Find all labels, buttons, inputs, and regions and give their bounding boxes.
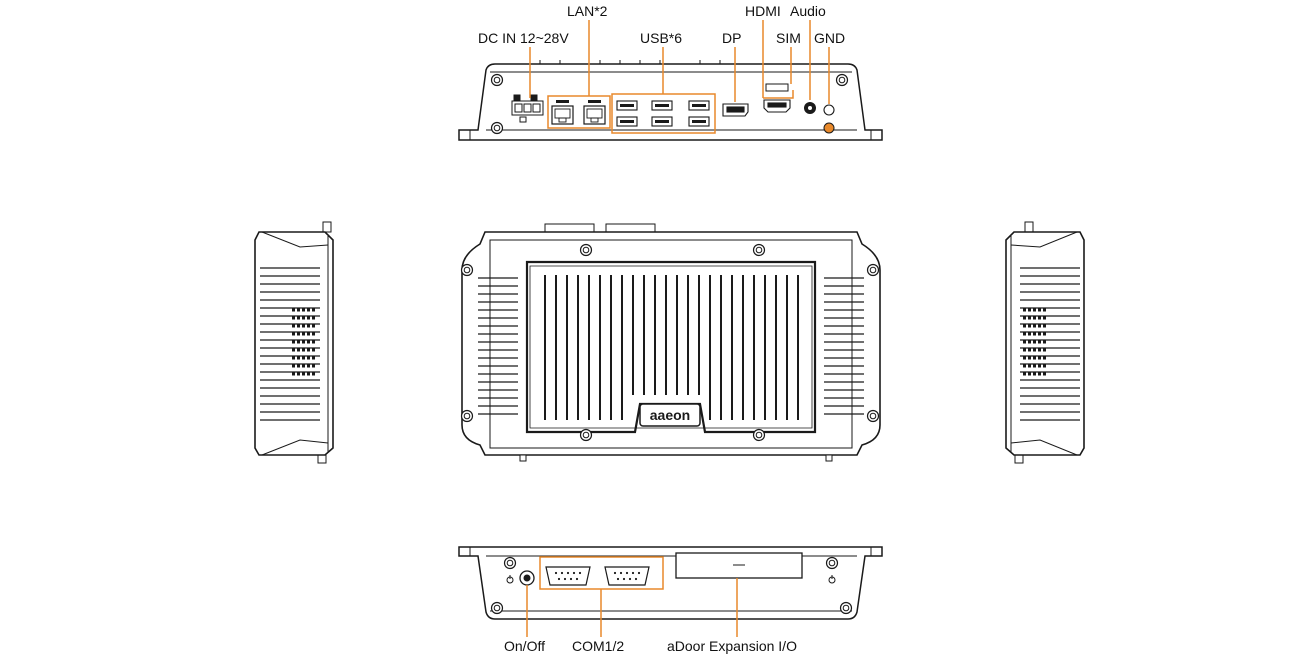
top-view-screw-4: [752, 428, 766, 442]
label-com: COM1/2: [572, 638, 625, 654]
com-port-1: [545, 566, 591, 586]
label-hdmi: HDMI: [745, 3, 781, 19]
com-port-2: [604, 566, 650, 586]
front-screw-3: [490, 601, 504, 615]
usb-port-2: [616, 116, 638, 127]
label-gnd: GND: [814, 30, 846, 46]
top-view-screw-3: [579, 428, 593, 442]
label-audio: Audio: [790, 3, 826, 19]
top-view-side-fins: [478, 277, 864, 415]
audio-jack: [804, 102, 816, 114]
usb-port-3: [651, 100, 673, 111]
power-symbols: [506, 575, 836, 584]
front-screw-2: [825, 556, 839, 570]
front-screw-1: [503, 556, 517, 570]
top-view-screw-7: [460, 409, 474, 423]
dc-in-terminal: [511, 94, 544, 123]
label-dc-in: DC IN 12~28V: [478, 30, 569, 46]
hdmi-port: [763, 99, 791, 113]
label-usb: USB*6: [640, 30, 683, 46]
top-screw-left-bottom: [490, 121, 504, 135]
gnd-screw: [823, 104, 835, 134]
top-callouts: [529, 20, 830, 134]
power-button: [519, 570, 535, 586]
adoor-slot: [675, 552, 803, 579]
usb-port-6: [688, 116, 710, 127]
top-view-heatsink: [525, 260, 817, 434]
top-view-screw-6: [866, 263, 880, 277]
dp-port: [722, 103, 749, 117]
label-sim: SIM: [776, 30, 801, 46]
label-lan: LAN*2: [567, 3, 608, 19]
top-view-screw-1: [579, 243, 593, 257]
usb-port-1: [616, 100, 638, 111]
usb-port-5: [688, 100, 710, 111]
label-dp: DP: [722, 30, 742, 46]
sim-slot: [765, 83, 789, 92]
left-side-view: [254, 221, 334, 464]
brand-logo: aaeon: [650, 407, 690, 423]
top-view-screw-8: [866, 409, 880, 423]
bottom-callouts: [526, 556, 738, 637]
usb-port-4: [651, 116, 673, 127]
top-view-screw-5: [460, 263, 474, 277]
top-view-screw-2: [752, 243, 766, 257]
top-screw-right: [835, 73, 849, 87]
front-screw-4: [839, 601, 853, 615]
top-screw-left: [490, 73, 504, 87]
label-on-off: On/Off: [504, 638, 545, 654]
right-side-view: [1005, 221, 1085, 464]
top-fin-ticks: [539, 60, 721, 64]
label-adoor: aDoor Expansion I/O: [667, 638, 797, 654]
